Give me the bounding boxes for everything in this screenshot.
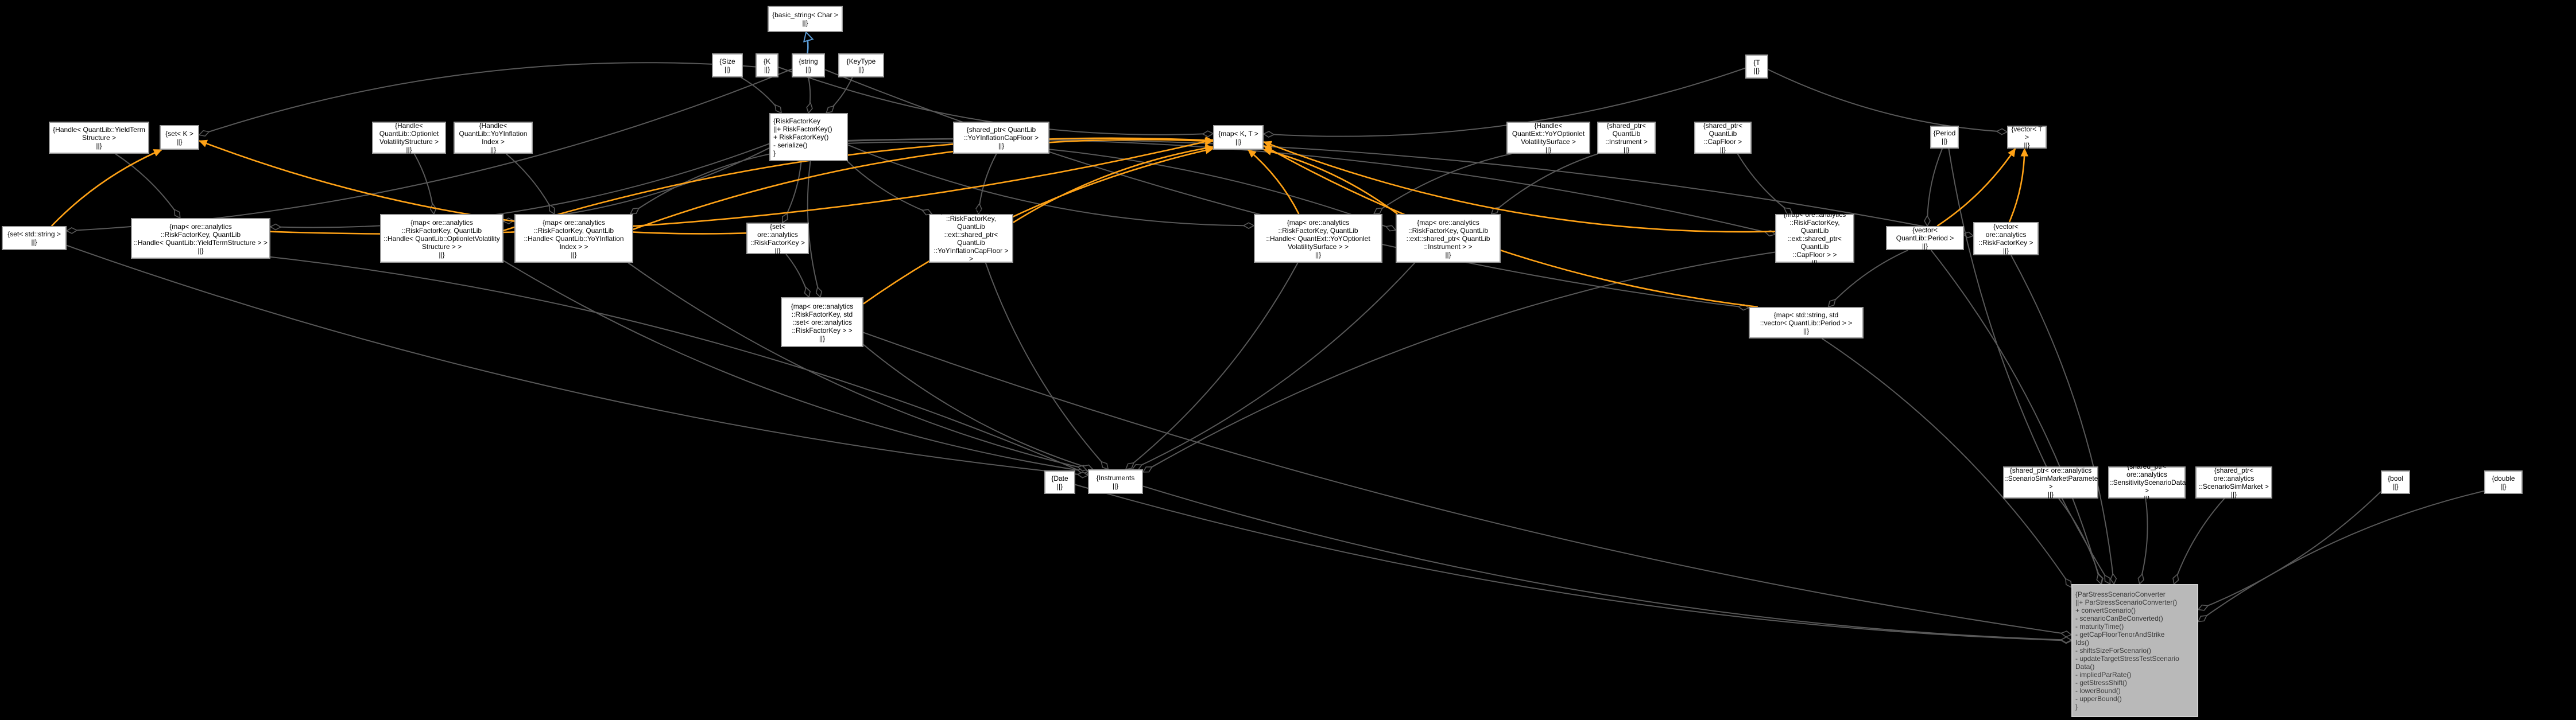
node-sp_ssm[interactable]: {shared_ptr< ore::analytics ::ScenarioSi… — [2195, 466, 2272, 499]
node-map_yoyvs[interactable]: {map< ore::analytics ::RiskFactorKey, Qu… — [1254, 214, 1382, 263]
node-label: {Instruments ||} — [1096, 473, 1135, 490]
node-riskfactorkey[interactable]: {RiskFactorKey ||+ RiskFactorKey() + Ris… — [769, 113, 848, 161]
node-instruments[interactable]: {Instruments ||} — [1088, 469, 1143, 494]
node-label: {map< ore::analytics ::RiskFactorKey, Qu… — [384, 218, 500, 259]
node-label: {map< ore::analytics ::RiskFactorKey, Qu… — [524, 218, 624, 259]
node-map_ovs[interactable]: {map< ore::analytics ::RiskFactorKey, Qu… — [380, 214, 503, 263]
node-map_ytc[interactable]: {map< ore::analytics ::RiskFactorKey, Qu… — [131, 218, 270, 259]
node-label: {set< K > ||} — [165, 129, 193, 146]
node-label: {Period ||} — [1933, 129, 1956, 145]
node-label: {basic_string< Char > ||} — [772, 11, 838, 27]
node-map_yinf[interactable]: {map< ore::analytics ::RiskFactorKey, Qu… — [514, 214, 633, 263]
node-main[interactable]: {ParStressScenarioConverter ||+ ParStres… — [2071, 584, 2198, 717]
node-label: {Handle< QuantLib::Optionlet VolatilityS… — [379, 122, 439, 154]
node-label: {map< ore::analytics ::RiskFactorKey, Qu… — [1406, 218, 1490, 259]
node-label: {map< ore::analytics ::RiskFactorKey, st… — [791, 302, 854, 343]
node-label: {map< ore::analytics ::RiskFactorKey, Qu… — [134, 222, 268, 255]
node-sp_ssmp[interactable]: {shared_ptr< ore::analytics ::ScenarioSi… — [2003, 466, 2104, 499]
node-sp_yoycapfloor[interactable]: {shared_ptr< QuantLib ::YoYInflationCapF… — [953, 122, 1049, 154]
node-label: {Date ||} — [1051, 474, 1068, 491]
node-vec_period[interactable]: {vector< QuantLib::Period > ||} — [1886, 226, 1964, 250]
node-label: {bool ||} — [2388, 474, 2403, 491]
node-label: {Handle< QuantLib::YoYInflation Index > … — [459, 122, 528, 154]
node-sp_ssd[interactable]: {shared_ptr< ore::analytics ::Sensitivit… — [2108, 462, 2186, 503]
node-label: {vector< ore::analytics ::RiskFactorKey … — [1978, 223, 2033, 255]
node-label: {map< K, T > ||} — [1218, 129, 1258, 146]
node-vec_rfk[interactable]: {vector< ore::analytics ::RiskFactorKey … — [1973, 222, 2039, 255]
node-bool[interactable]: {bool ||} — [2381, 470, 2410, 494]
node-label: {shared_ptr< ore::analytics ::ScenarioSi… — [2004, 466, 2104, 499]
node-label: {map< ore::analytics ::RiskFactorKey, Qu… — [1783, 210, 1846, 267]
node-map_str_vp[interactable]: {map< std::string, std ::vector< QuantLi… — [1749, 307, 1864, 338]
node-handle_yoyvs[interactable]: {Handle< QuantExt::YoYOptionlet Volatili… — [1506, 122, 1590, 154]
node-label: {map< ore::analytics ::RiskFactorKey, Qu… — [1266, 218, 1370, 259]
node-set_string[interactable]: {set< std::string > ||} — [2, 226, 67, 250]
node-map_cf[interactable]: {map< ore::analytics ::RiskFactorKey, Qu… — [1775, 211, 1854, 267]
node-label: {set< std::string > ||} — [7, 230, 61, 246]
node-period[interactable]: {Period ||} — [1930, 126, 1959, 149]
node-handle_yinf[interactable]: {Handle< QuantLib::YoYInflation Index > … — [454, 122, 533, 154]
node-date[interactable]: {Date ||} — [1044, 470, 1075, 494]
node-label: {vector< QuantLib::Period > ||} — [1896, 226, 1954, 250]
node-double[interactable]: {double ||} — [2484, 470, 2523, 494]
node-label: {shared_ptr< ore::analytics ::ScenarioSi… — [2199, 466, 2269, 499]
node-basic_string[interactable]: {basic_string< Char > ||} — [768, 6, 843, 32]
node-map_kt[interactable]: {map< K, T > ||} — [1213, 125, 1264, 150]
node-label: {K ||} — [763, 57, 770, 73]
node-label: {KeyType ||} — [846, 57, 876, 73]
node-set_k[interactable]: {set< K > ||} — [160, 125, 199, 150]
node-label: {T ||} — [1753, 59, 1760, 75]
node-label: {Handle< QuantLib::YieldTerm Structure >… — [53, 126, 145, 150]
node-label: {shared_ptr< QuantLib ::Instrument > ||} — [1605, 122, 1648, 154]
node-map_rfk_set[interactable]: {map< ore::analytics ::RiskFactorKey, st… — [781, 297, 863, 347]
node-label: {double ||} — [2492, 474, 2515, 491]
node-set_rfk[interactable]: {set< ore::analytics ::RiskFactorKey > |… — [746, 222, 809, 255]
node-keytype[interactable]: {KeyType ||} — [838, 53, 884, 77]
node-label: {set< ore::analytics ::RiskFactorKey > |… — [750, 222, 805, 255]
node-label: {Size ||} — [719, 57, 735, 73]
node-label: {shared_ptr< QuantLib ::YoYInflationCapF… — [964, 126, 1039, 150]
node-map_inst[interactable]: {map< ore::analytics ::RiskFactorKey, Qu… — [1396, 214, 1501, 263]
node-k[interactable]: {K ||} — [756, 53, 778, 77]
node-sp_capfloor[interactable]: {shared_ptr< QuantLib ::CapFloor > ||} — [1694, 122, 1752, 154]
node-map_yoycf[interactable]: {map< ore::analytics ::RiskFactorKey, Qu… — [929, 207, 1013, 271]
node-label: {vector< T > ||} — [2011, 125, 2043, 149]
node-label: {map< ore::analytics ::RiskFactorKey, Qu… — [933, 206, 1009, 271]
node-label: {ParStressScenarioConverter ||+ ParStres… — [2075, 590, 2179, 711]
node-handle_ovs[interactable]: {Handle< QuantLib::Optionlet VolatilityS… — [372, 122, 446, 154]
node-sp_instrument[interactable]: {shared_ptr< QuantLib ::Instrument > ||} — [1597, 122, 1656, 154]
node-size[interactable]: {Size ||} — [712, 53, 743, 77]
node-label: {RiskFactorKey ||+ RiskFactorKey() + Ris… — [773, 117, 832, 157]
node-handle_ytc[interactable]: {Handle< QuantLib::YieldTerm Structure >… — [49, 122, 149, 154]
node-label: {Handle< QuantExt::YoYOptionlet Volatili… — [1512, 122, 1585, 154]
node-label: {string ||} — [799, 57, 818, 73]
node-label: {shared_ptr< QuantLib ::CapFloor > ||} — [1703, 122, 1743, 154]
node-label: {shared_ptr< ore::analytics ::Sensitivit… — [2109, 462, 2186, 503]
node-string[interactable]: {string ||} — [792, 53, 825, 77]
node-t[interactable]: {T ||} — [1745, 55, 1768, 79]
node-label: {map< std::string, std ::vector< QuantLi… — [1760, 310, 1853, 335]
node-vector_t[interactable]: {vector< T > ||} — [2007, 125, 2047, 149]
